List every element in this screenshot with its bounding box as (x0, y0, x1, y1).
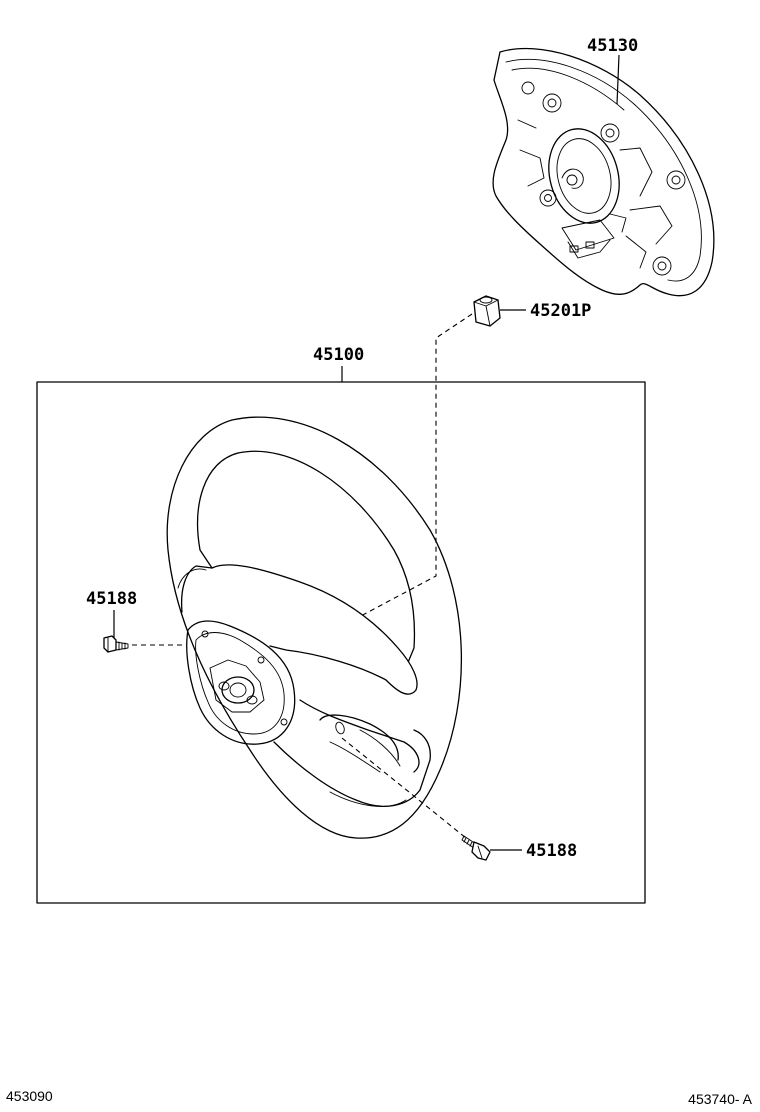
airbag-part-number: 45130 (587, 36, 638, 56)
diagram-code-right: 453740- A (688, 1091, 752, 1107)
screw-right-part-number: 45188 (526, 841, 577, 861)
wheel-assembly-part-number: 45100 (313, 345, 364, 365)
airbag-pad-illustration (492, 47, 715, 297)
steering-wheel-illustration (166, 416, 463, 839)
screw-left-part-number: 45188 (86, 589, 137, 609)
screw-right-illustration (461, 835, 491, 861)
screw-left-illustration (103, 635, 129, 653)
nut-part-number: 45201P (530, 301, 591, 321)
nut-illustration (473, 295, 501, 327)
wheel-assembly-frame (36, 381, 646, 904)
diagram-code-left: 453090 (6, 1088, 53, 1104)
